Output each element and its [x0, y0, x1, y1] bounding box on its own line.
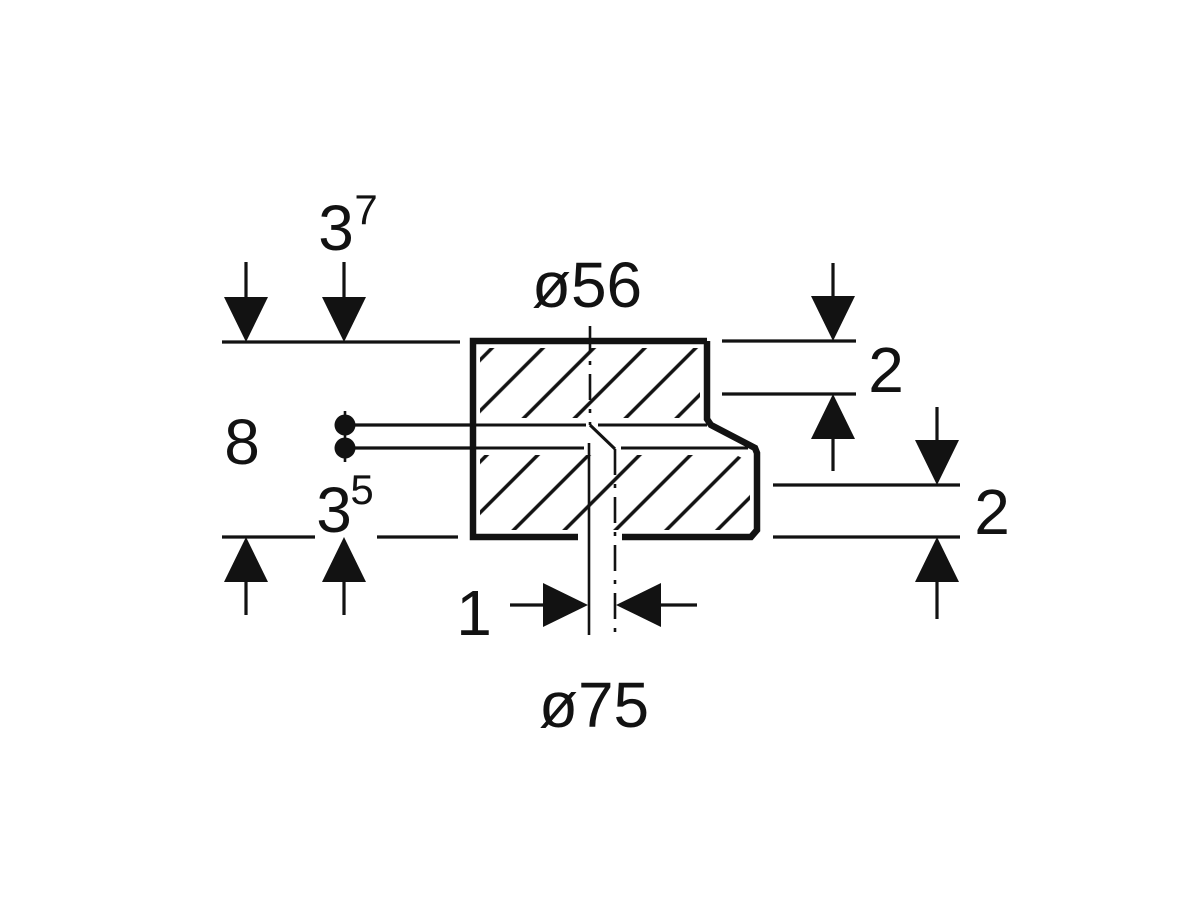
dim-label-upper-height-sup: 7 [354, 186, 377, 233]
offset-dimension [510, 583, 697, 627]
arrow-down-icon [322, 297, 366, 342]
dim-label-lower-height-sup: 5 [350, 466, 373, 513]
arrow-up-icon [322, 537, 366, 582]
arrow-down-icon [224, 297, 268, 342]
dim-label-axis-offset: 1 [456, 577, 492, 649]
arrow-up-icon [224, 537, 268, 582]
centerlines [587, 326, 617, 635]
arrow-down-icon [915, 440, 959, 485]
dim-label-lower-height: 3 [316, 474, 352, 546]
dim-label-socket-bottom: 2 [974, 476, 1010, 548]
dia-label-top: ø56 [532, 249, 642, 321]
dim-label-socket-top: 2 [868, 334, 904, 406]
centerline-jog [588, 423, 617, 451]
arrow-up-icon [915, 537, 959, 582]
right-dimensions [722, 263, 960, 619]
dim-label-upper-height: 3 [318, 192, 354, 264]
dim-label-total-height: 8 [224, 406, 260, 478]
left-dimensions [222, 262, 473, 615]
arrow-up-icon [811, 394, 855, 439]
outline-right [622, 341, 761, 541]
dia-label-bottom: ø75 [539, 669, 649, 741]
arrow-left-icon [616, 583, 661, 627]
arrow-down-icon [811, 296, 855, 341]
dimension-labels: 3 7 ø56 8 3 5 2 2 1 ø75 [224, 186, 1010, 741]
arrow-right-icon [543, 583, 588, 627]
